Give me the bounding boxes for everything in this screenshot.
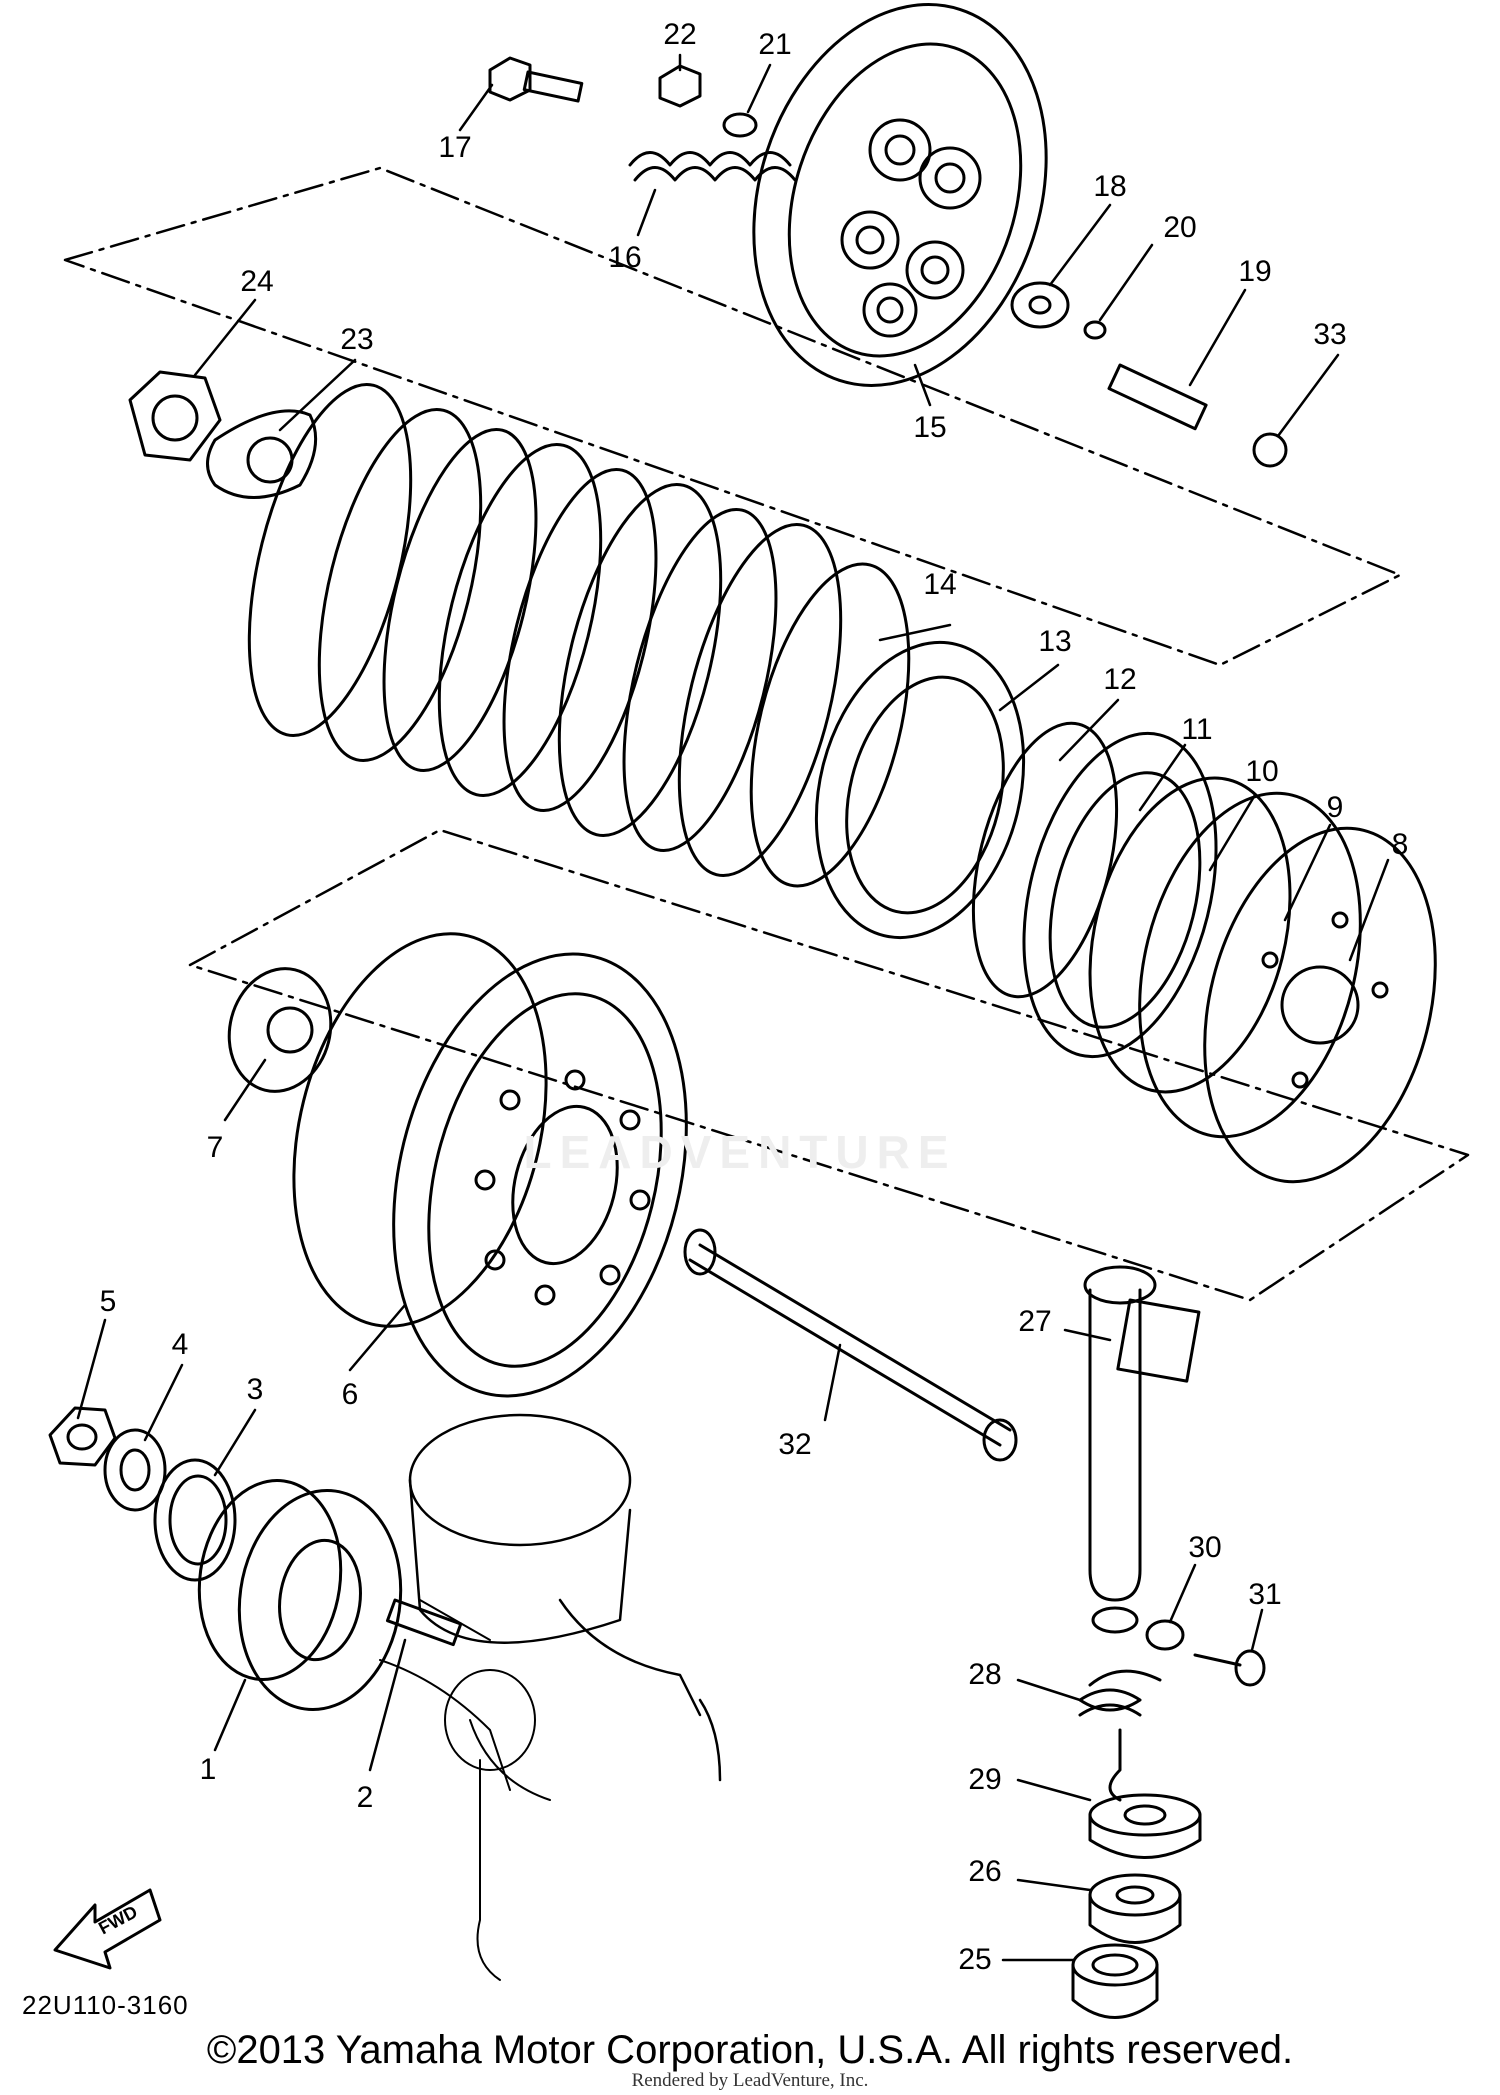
plate-stack xyxy=(247,383,911,888)
part-label-6: 6 xyxy=(341,1378,359,1411)
return-spring xyxy=(1078,1669,1162,1802)
clutch-spring xyxy=(628,151,797,182)
part-label-2: 2 xyxy=(356,1781,374,1814)
friction-plate xyxy=(814,640,1026,940)
part-label-21: 21 xyxy=(758,28,792,61)
part-label-22: 22 xyxy=(663,18,697,51)
clutch-plate xyxy=(1022,731,1218,1059)
seat-plate xyxy=(1088,776,1292,1094)
leader-lines xyxy=(76,53,1390,1962)
part-label-24: 24 xyxy=(240,265,274,298)
piston xyxy=(408,1413,722,1782)
clutch-housing xyxy=(292,932,688,1398)
part-label-29: 29 xyxy=(968,1763,1002,1796)
push-rod xyxy=(1107,363,1208,431)
part-label-12: 12 xyxy=(1103,663,1137,696)
needle-bearing xyxy=(1071,1943,1159,2019)
fwd-arrow-icon xyxy=(53,1888,162,1970)
part-label-18: 18 xyxy=(1093,170,1127,203)
part-label-33: 33 xyxy=(1313,318,1347,351)
part-label-19: 19 xyxy=(1238,255,1272,288)
part-label-20: 20 xyxy=(1163,211,1197,244)
lower-assembly-boundary xyxy=(188,828,1470,1302)
primary-drive-gear xyxy=(197,1478,403,1711)
part-label-30: 30 xyxy=(1188,1531,1222,1564)
part-label-11: 11 xyxy=(1181,713,1213,746)
bearing xyxy=(1088,1873,1182,1944)
clutch-nut xyxy=(128,370,222,462)
upper-assembly-boundary xyxy=(63,166,1402,667)
push-rod-cap xyxy=(1010,281,1070,329)
part-label-32: 32 xyxy=(778,1428,812,1461)
part-label-7: 7 xyxy=(206,1131,224,1164)
part-label-10: 10 xyxy=(1245,755,1279,788)
part-label-8: 8 xyxy=(1391,828,1409,861)
pressure-plate xyxy=(752,3,1048,387)
part-label-16: 16 xyxy=(608,241,642,274)
o-ring xyxy=(1083,320,1107,340)
part-label-31: 31 xyxy=(1248,1578,1282,1611)
crankshaft-outline xyxy=(379,1599,551,1981)
part-label-14: 14 xyxy=(923,568,957,601)
push-lever-axle xyxy=(1083,1265,1201,1634)
steel-ball xyxy=(1252,432,1288,468)
primary-lock-washer xyxy=(103,1428,167,1512)
axle-washer xyxy=(1145,1619,1185,1651)
bolt xyxy=(488,56,584,103)
watermark: LEADVENTURE xyxy=(523,1126,957,1178)
copyright-notice: ©2013 Yamaha Motor Corporation, U.S.A. A… xyxy=(206,2028,1294,2072)
part-label-3: 3 xyxy=(246,1373,264,1406)
lock-washer xyxy=(206,409,318,499)
nut xyxy=(658,64,702,108)
part-label-15: 15 xyxy=(913,411,947,444)
oil-seal xyxy=(1088,1793,1202,1859)
part-label-25: 25 xyxy=(958,1943,992,1976)
part-label-5: 5 xyxy=(99,1285,117,1318)
part-label-13: 13 xyxy=(1038,625,1072,658)
axle-screw xyxy=(1193,1649,1266,1687)
part-label-26: 26 xyxy=(968,1855,1002,1888)
part-label-28: 28 xyxy=(968,1658,1002,1691)
part-label-1: 1 xyxy=(199,1753,217,1786)
part-label-4: 4 xyxy=(171,1328,189,1361)
part-label-23: 23 xyxy=(340,323,374,356)
part-label-27: 27 xyxy=(1018,1305,1052,1338)
primary-plate-washer xyxy=(153,1458,237,1582)
washer xyxy=(722,112,758,138)
rendered-by-notice: Rendered by LeadVenture, Inc. xyxy=(631,2070,869,2091)
part-label-9: 9 xyxy=(1326,791,1344,824)
push-lever-shaft xyxy=(683,1228,1018,1462)
clutch-boss xyxy=(1138,791,1437,1184)
cushion-ring xyxy=(971,721,1119,999)
thrust-washer xyxy=(227,967,333,1093)
part-label-17: 17 xyxy=(438,131,472,164)
diagram-code: 22U110-3160 xyxy=(22,1990,189,2020)
